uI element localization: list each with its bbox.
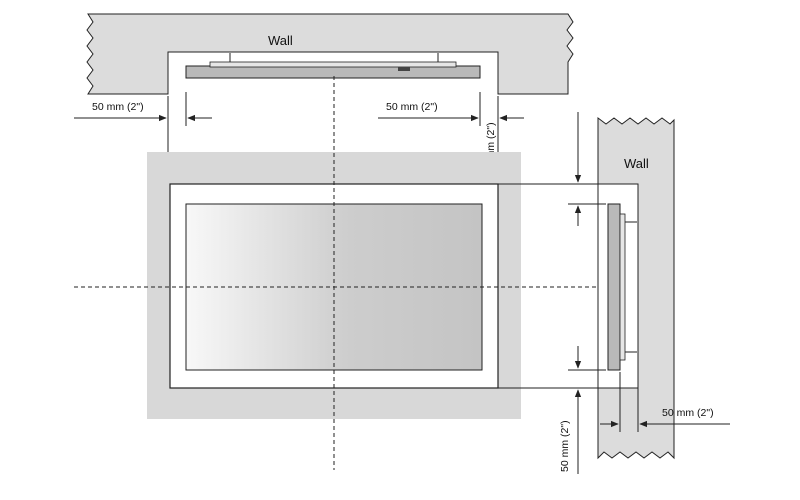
top-left-dimension: 50 mm (2") <box>74 92 212 172</box>
right-wall-label: Wall <box>624 156 649 171</box>
side-top-dimension <box>568 112 606 226</box>
top-view-connector <box>398 67 410 71</box>
top-wall-label: Wall <box>268 33 293 48</box>
side-bottom-dimension: 50 mm (2") <box>559 346 606 474</box>
top-wall: Wall <box>86 13 574 95</box>
side-bottom-dimension-label: 50 mm (2") <box>559 420 571 472</box>
top-right-dimension-label: 50 mm (2") <box>386 101 438 113</box>
top-view-display-rail <box>209 61 457 68</box>
side-horizontal-dimension-label: 50 mm (2") <box>662 407 714 419</box>
side-view-display <box>607 203 637 371</box>
side-horizontal-dimension: 50 mm (2") <box>600 372 730 432</box>
top-view-display-body <box>185 65 481 79</box>
top-view-display <box>185 53 481 79</box>
top-left-dimension-label: 50 mm (2") <box>92 101 144 113</box>
side-view-display-body <box>607 203 621 371</box>
right-wall-shape <box>597 117 675 460</box>
side-view-display-rail <box>619 213 626 361</box>
